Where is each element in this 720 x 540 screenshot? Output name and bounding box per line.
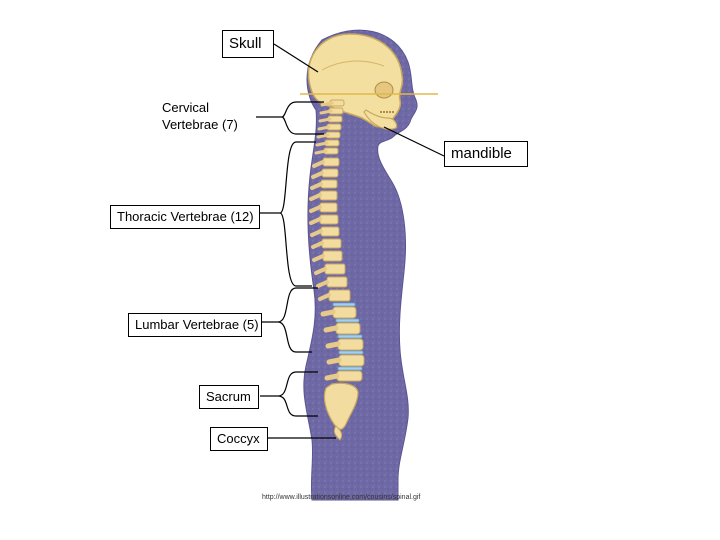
eye-socket bbox=[375, 82, 393, 98]
source-credit-url[interactable]: http://www.illustrationsonline.com/cousi… bbox=[262, 494, 420, 501]
mandible-leader-line bbox=[384, 127, 444, 156]
lumbar-bracket bbox=[262, 288, 318, 352]
cervical-vertebrae-label: Cervical Vertebrae (7) bbox=[156, 96, 256, 138]
lumbar-vertebrae-label: Lumbar Vertebrae (5) bbox=[128, 313, 262, 337]
skull-label: Skull bbox=[222, 30, 274, 58]
coccyx-label: Coccyx bbox=[210, 427, 268, 451]
sacrum-label: Sacrum bbox=[199, 385, 259, 409]
thoracic-vertebrae-label: Thoracic Vertebrae (12) bbox=[110, 205, 260, 229]
mandible-label: mandible bbox=[444, 141, 528, 167]
